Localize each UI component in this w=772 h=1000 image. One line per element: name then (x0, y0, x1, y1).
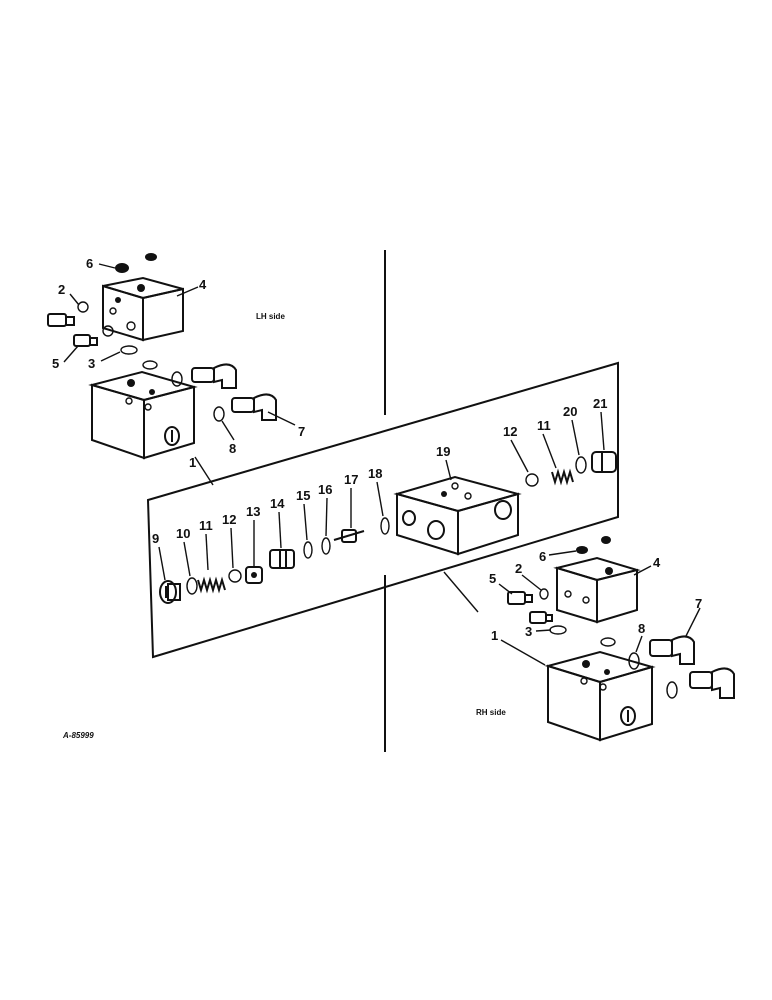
part-13-seat (245, 566, 263, 584)
callout-10: 10 (176, 526, 190, 541)
rh-nut-6 (576, 546, 588, 554)
part-12-ball (228, 569, 242, 583)
figure-code: A-85999 (62, 731, 94, 740)
part-15-oring (303, 541, 313, 559)
callout-rh-3: 3 (525, 624, 532, 639)
rh-block-4 (553, 556, 641, 624)
lh-block-4 (102, 276, 184, 342)
lh-block-1 (88, 370, 198, 460)
lh-oring-x (171, 371, 183, 387)
rh-oring-2 (539, 588, 549, 600)
lh-nut-6 (115, 263, 129, 273)
part-21-plug (591, 451, 617, 473)
callout-lh-5: 5 (52, 356, 59, 371)
rh-oring-3b (600, 637, 616, 647)
rh-elbow-7a (649, 635, 695, 665)
lh-elbow-7a (191, 363, 237, 389)
part-18-oring (380, 517, 390, 535)
part-10-oring (186, 577, 198, 595)
callout-18: 18 (368, 466, 382, 481)
lh-nut-6b (145, 253, 157, 261)
callout-rh-7: 7 (695, 596, 702, 611)
lh-oring-3b (142, 360, 158, 370)
exploded-leaders (158, 411, 605, 581)
rh-plug-5b (529, 611, 553, 624)
rh-plug-5 (507, 591, 533, 605)
callout-17: 17 (344, 472, 358, 487)
part-12b-ball (525, 473, 539, 487)
lh-plug-5 (47, 313, 75, 327)
lh-oring-8 (213, 406, 225, 422)
callout-rh-5: 5 (489, 571, 496, 586)
callout-lh-4: 4 (199, 277, 207, 292)
callout-lh-2: 2 (58, 282, 65, 297)
rh-nut-6b (601, 536, 611, 544)
lh-oring-2 (77, 301, 89, 313)
callout-12: 12 (222, 512, 236, 527)
rh-block-1 (544, 650, 656, 742)
callout-rh-6: 6 (539, 549, 546, 564)
part-11-spring (197, 576, 226, 594)
part-14-valve (269, 549, 295, 569)
rh-leaders (443, 550, 701, 666)
lh-oring-2b (102, 325, 114, 337)
callout-13: 13 (246, 504, 260, 519)
part-20-oring (575, 456, 587, 474)
rh-side-label: RH side (476, 708, 506, 717)
callout-14: 14 (270, 496, 285, 511)
part-9-plug (159, 580, 181, 604)
part-11b-spring (551, 468, 574, 486)
part-17-plunger (333, 529, 365, 543)
exploded-view-panel (146, 361, 619, 659)
callout-21: 21 (593, 396, 607, 411)
callout-lh-1: 1 (189, 455, 196, 470)
lh-oring-3 (120, 345, 138, 355)
callout-rh-8: 8 (638, 621, 645, 636)
callout-lh-6: 6 (86, 256, 93, 271)
rh-oring-8b (666, 681, 678, 699)
callout-lh-7: 7 (298, 424, 305, 439)
callout-19: 19 (436, 444, 450, 459)
callout-15: 15 (296, 488, 310, 503)
lh-elbow-7b (231, 393, 277, 421)
callout-rh-4: 4 (653, 555, 661, 570)
callout-11: 11 (199, 518, 213, 533)
callout-rh-1: 1 (491, 628, 498, 643)
callout-20: 20 (563, 404, 577, 419)
callout-9: 9 (152, 531, 159, 546)
lh-side-label: LH side (256, 312, 285, 321)
callout-16: 16 (318, 482, 332, 497)
callout-lh-3: 3 (88, 356, 95, 371)
part-16-oring (321, 537, 331, 555)
lh-plug-5b (73, 334, 98, 347)
lh-leaders (63, 263, 296, 486)
callout-lh-8: 8 (229, 441, 236, 456)
callout-12b: 12 (503, 424, 517, 439)
part-19-center-block (393, 475, 522, 556)
rh-oring-3 (549, 625, 567, 635)
callout-rh-2: 2 (515, 561, 522, 576)
rh-elbow-7b (689, 667, 735, 699)
callout-11b: 11 (537, 418, 551, 433)
